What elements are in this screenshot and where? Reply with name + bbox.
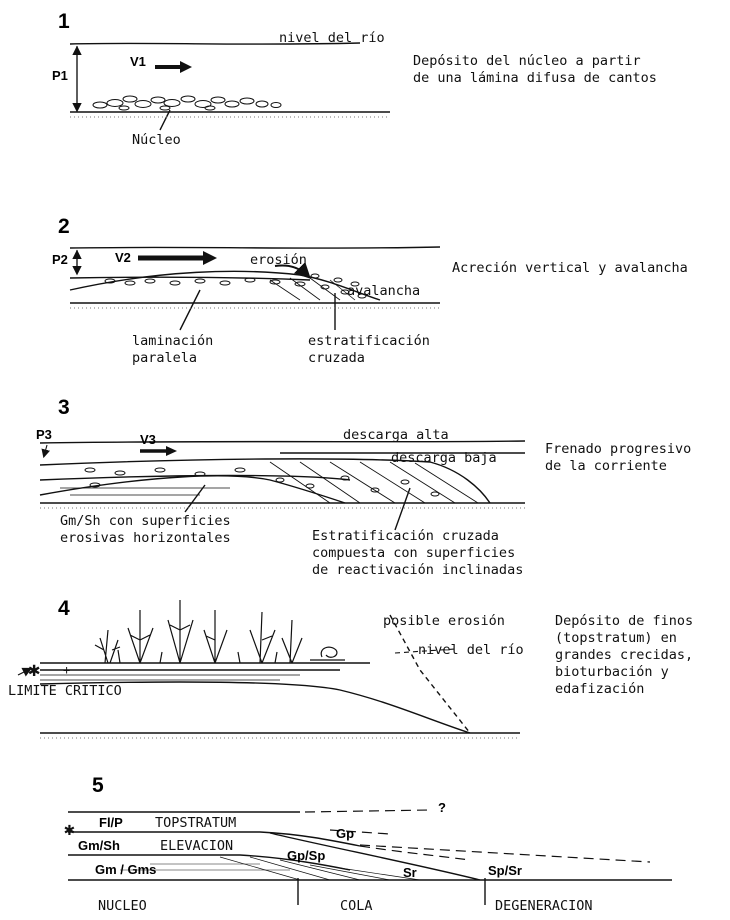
panel-2-description: Acreción vertical y avalancha: [452, 260, 688, 277]
panel-4-possible-erosion-label: posible erosión: [383, 613, 505, 629]
panel-1-velocity-label: V1: [130, 54, 146, 69]
panel-1-number: 1: [58, 10, 70, 34]
gravel-layers: [85, 468, 439, 496]
zone-label-degeneracion: DEGENERACION: [495, 898, 593, 914]
panel-4-number: 4: [58, 597, 70, 621]
panel-3-low-discharge-label: descarga baja: [391, 450, 497, 466]
panel-1-sketch: [70, 43, 390, 130]
vegetation-icon: [95, 600, 345, 663]
panel-2-number: 2: [58, 215, 70, 239]
panel-1-river-level-label: nivel del río: [279, 30, 385, 46]
panel-1-core-label: Núcleo: [132, 132, 181, 148]
zone-label-nucleo: NUCLEO: [98, 898, 147, 914]
panel-5-fl-p-label: Fl/P: [99, 815, 123, 830]
panel-5-gm-sh-label: Gm/Sh: [78, 838, 120, 853]
panel-5-elevacion-label: ELEVACION: [160, 838, 233, 854]
gravel-core: [93, 96, 281, 110]
panel-5-question-mark: ?: [438, 800, 446, 815]
panel-5-number: 5: [92, 774, 104, 798]
panel-3-compound-cross-stratification-label: Estratificación cruzada compuesta con su…: [312, 528, 523, 579]
panel-2-erosion-label: erosión: [250, 252, 307, 268]
zone-label-cola: COLA: [340, 898, 373, 914]
panel-3-depth-label: P3: [36, 427, 52, 442]
panel-2-parallel-lamination-label: laminación paralela: [132, 333, 213, 367]
panel-2-velocity-label: V2: [115, 250, 131, 265]
panel-3-gm-sh-label: Gm/Sh con superficies erosivas horizonta…: [60, 513, 231, 547]
panel-2-avalanche-label: avalancha: [347, 283, 420, 299]
panel-5-gp-sp-label: Gp/Sp: [287, 848, 325, 863]
panel-3-description: Frenado progresivo de la corriente: [545, 441, 691, 475]
panel-2-cross-stratification-label: estratificación cruzada: [308, 333, 430, 367]
panel-3-number: 3: [58, 396, 70, 420]
panel-4-plus-icon: +: [63, 662, 70, 678]
panel-5-critical-limit-star-icon: ✱: [64, 822, 75, 838]
panel-5-sp-sr-label: Sp/Sr: [488, 863, 522, 878]
panel-5-topstratum-label: TOPSTRATUM: [155, 815, 236, 831]
panel-3-velocity-label: V3: [140, 432, 156, 447]
critical-limit-star-icon: ✱: [28, 661, 40, 677]
panel-5-gp-label: Gp: [336, 826, 354, 841]
panel-4-critical-limit-label: LIMITE CRITICO: [8, 683, 122, 699]
panel-1-description: Depósito del núcleo a partir de una lámi…: [413, 53, 657, 87]
panel-5-gm-gms-label: Gm / Gms: [95, 862, 156, 877]
panel-5-sr-label: Sr: [403, 865, 417, 880]
panel-4-river-level-label: nivel del río: [418, 642, 524, 658]
panel-4-description: Depósito de finos (topstratum) en grande…: [555, 613, 693, 698]
panel-3-high-discharge-label: descarga alta: [343, 427, 449, 443]
panel-2-depth-label: P2: [52, 252, 68, 267]
panel-1-depth-label: P1: [52, 68, 68, 83]
